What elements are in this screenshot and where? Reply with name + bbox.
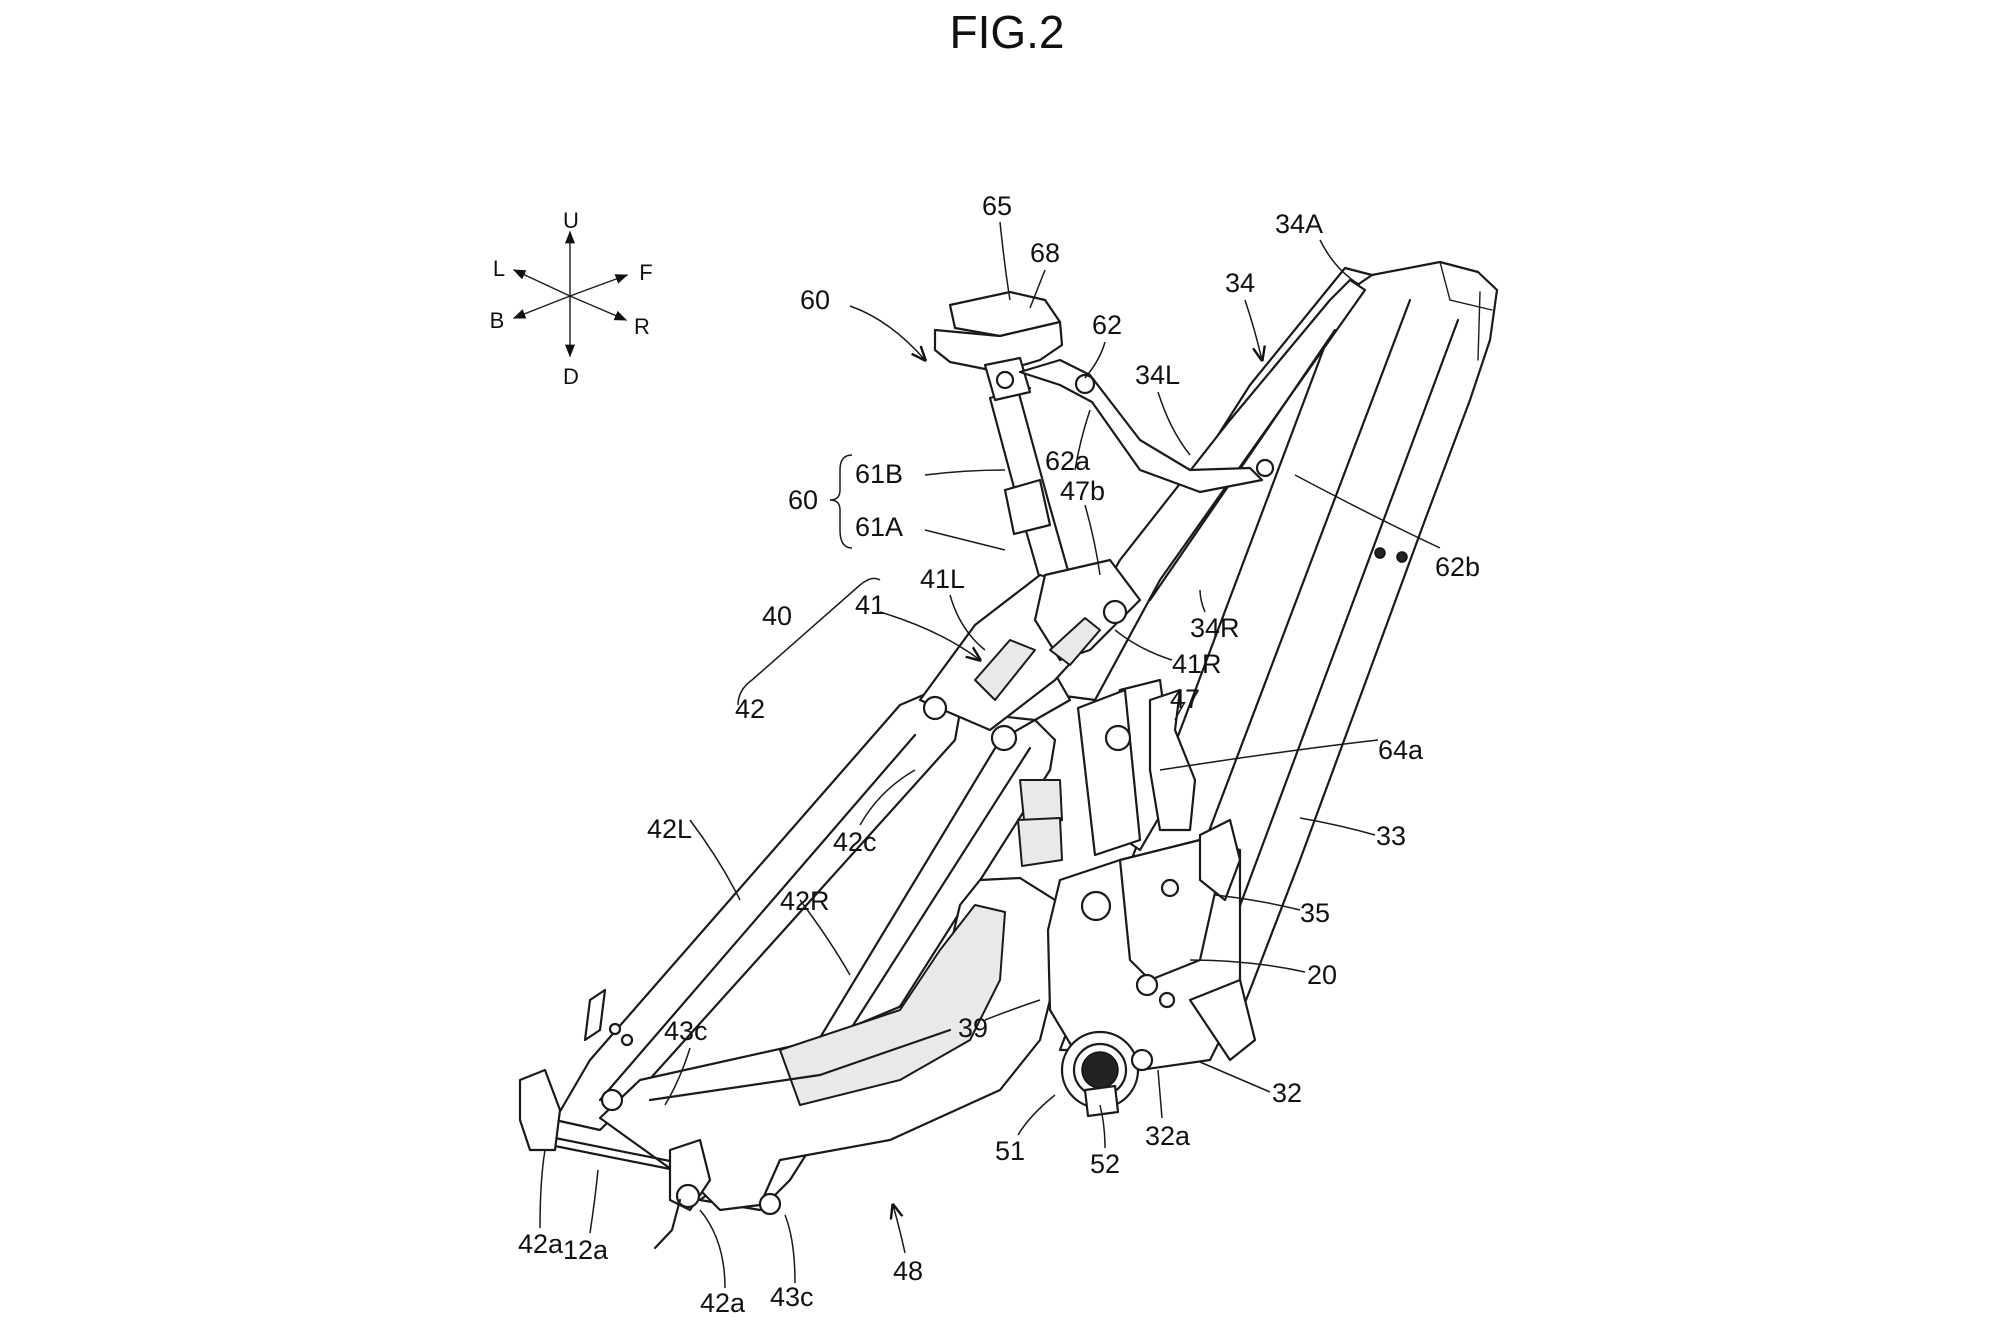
label-42a-bottom: 42a <box>700 1288 746 1318</box>
drive-unit-20 <box>1046 818 1257 1072</box>
shock-unit-47 <box>1017 688 1197 867</box>
compass-right-label: R <box>634 314 650 339</box>
rear-axle-12a <box>518 988 782 1250</box>
compass-left-label: L <box>493 256 505 281</box>
label-41L: 41L <box>920 564 965 594</box>
label-68: 68 <box>1030 238 1060 268</box>
label-61A: 61A <box>855 512 903 542</box>
label-34L: 34L <box>1135 360 1180 390</box>
label-42c: 42c <box>833 827 877 857</box>
direction-compass: U D L F B R <box>490 208 653 389</box>
label-34A: 34A <box>1275 209 1323 239</box>
label-32: 32 <box>1272 1078 1302 1108</box>
label-34R: 34R <box>1190 613 1240 643</box>
label-62: 62 <box>1092 310 1122 340</box>
label-41: 41 <box>855 590 885 620</box>
label-60-brace: 60 <box>788 485 818 515</box>
label-39: 39 <box>958 1013 988 1043</box>
label-34: 34 <box>1225 268 1255 298</box>
link-41 <box>918 558 1142 752</box>
label-43c-bottom: 43c <box>770 1282 814 1312</box>
leader-lines <box>539 221 1441 1289</box>
label-47b: 47b <box>1060 476 1105 506</box>
label-64a: 64a <box>1378 735 1424 765</box>
label-20: 20 <box>1307 960 1337 990</box>
brace-60 <box>829 454 853 549</box>
label-42a-left: 42a <box>518 1229 564 1259</box>
label-12a: 12a <box>563 1235 609 1265</box>
label-47: 47 <box>1170 684 1200 714</box>
compass-back-label: B <box>490 308 505 333</box>
brace-40 <box>737 577 881 706</box>
label-62b: 62b <box>1435 552 1480 582</box>
label-33: 33 <box>1376 821 1406 851</box>
label-41R: 41R <box>1172 649 1222 679</box>
compass-down-label: D <box>563 364 579 389</box>
compass-up-label: U <box>563 208 579 233</box>
saddle-clamp-65 <box>933 290 1064 402</box>
label-43c-upper: 43c <box>664 1016 708 1046</box>
compass-front-label: F <box>639 260 652 285</box>
remote-lever-62 <box>1018 358 1264 494</box>
label-65: 65 <box>982 191 1012 221</box>
label-48: 48 <box>893 1256 923 1286</box>
label-52: 52 <box>1090 1149 1120 1179</box>
label-35: 35 <box>1300 898 1330 928</box>
label-42L: 42L <box>647 814 692 844</box>
reference-labels: 65 68 60 62 34 34A 34L 62a 61B 60 47b 61… <box>518 191 1480 1318</box>
label-42: 42 <box>735 694 765 724</box>
crank-spindle-52 <box>1060 1030 1154 1118</box>
label-61B: 61B <box>855 459 903 489</box>
label-40: 40 <box>762 601 792 631</box>
label-51: 51 <box>995 1136 1025 1166</box>
label-32a: 32a <box>1145 1121 1191 1151</box>
label-42R: 42R <box>780 886 830 916</box>
label-60-top: 60 <box>800 285 830 315</box>
label-62a: 62a <box>1045 446 1091 476</box>
figure-title: FIG.2 <box>949 6 1064 58</box>
